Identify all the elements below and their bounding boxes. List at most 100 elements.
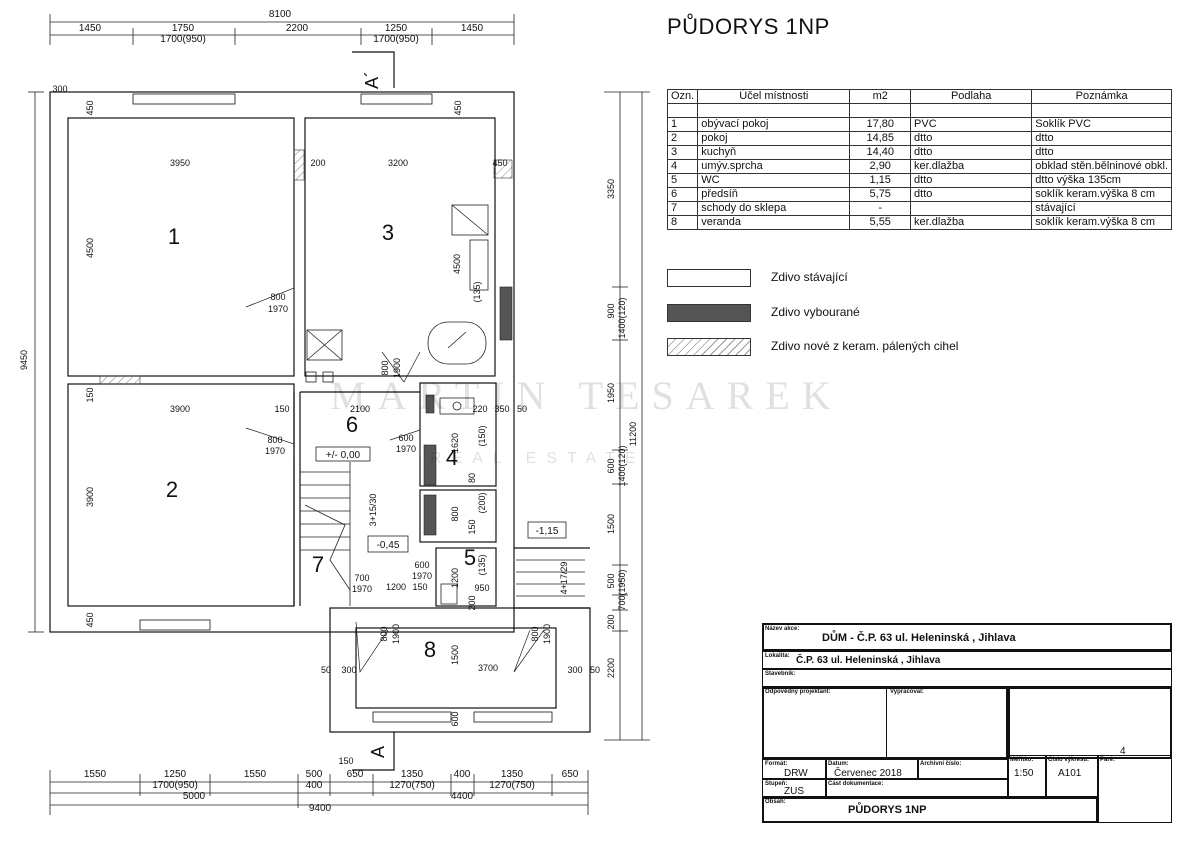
stamp-label: Stavebník: [765, 671, 796, 677]
stamp-label: Obsah: [765, 799, 786, 805]
table-cell: 8 [666, 215, 699, 230]
new-walls [99, 149, 513, 385]
table-cell: 4 [666, 159, 699, 174]
table-spacer-row [666, 103, 1172, 118]
dimension-label: 600 [398, 433, 413, 443]
stamp-label: Datum: [828, 761, 849, 767]
dimension-label: 1700(950) [160, 34, 206, 45]
room-number: 1 [168, 224, 180, 249]
dimension-label: 11200 [628, 422, 638, 446]
dimension-label: 1400(120) [617, 445, 627, 486]
room-number: 6 [346, 412, 358, 437]
table-cell: ker.dlažba [910, 159, 1033, 174]
room-number: 8 [424, 637, 436, 662]
stamp-date: Červenec 2018 [834, 768, 902, 779]
dimension-label: 1450 [461, 23, 484, 34]
dimension-label: 9400 [309, 803, 332, 814]
legend-new: Zdivo nové z keram. pálených cihel [667, 338, 958, 356]
room-number: 2 [166, 477, 178, 502]
dimension-label: 400 [306, 780, 323, 791]
dimension-label: 3900 [85, 487, 95, 507]
stamp-label: Číslo výkresu: [1048, 757, 1090, 763]
table-cell: PVC [910, 117, 1033, 132]
table-cell: pokoj [697, 131, 851, 146]
table-cell: dtto [910, 187, 1033, 202]
dimension-label: 600 [414, 560, 429, 570]
dimension-label: 400 [454, 769, 471, 780]
dimension-label: 800 [267, 435, 282, 445]
col-header: Poznámka [1031, 89, 1172, 104]
stamp-drawing-number: A101 [1058, 768, 1082, 779]
section-label: A´ [362, 71, 382, 89]
room-number: 4 [446, 445, 458, 470]
title-block: Název akce: DŮM - Č.P. 63 ul. Heleninská… [762, 623, 1172, 823]
dimension-label: 1400(120) [617, 297, 627, 338]
stamp-label: Měřítko: [1010, 757, 1034, 763]
table-cell: 2,90 [849, 159, 912, 174]
level-label: +/- 0,00 [326, 450, 361, 461]
table-cell: umýv.sprcha [697, 159, 851, 174]
stamp-label: Část dokumentace: [828, 781, 884, 787]
dimension-label: 3950 [170, 158, 190, 168]
dimension-label: 1500 [450, 645, 460, 665]
dimension-label: 150 [467, 519, 477, 534]
stamp-project: DŮM - Č.P. 63 ul. Heleninská , Jihlava [822, 632, 1016, 644]
dimension-label: 220 [472, 404, 487, 414]
kitchen-fixtures [306, 204, 489, 365]
table-cell: obklad stěn.bělninové obkl. [1031, 159, 1172, 174]
table-cell: 1,15 [849, 173, 912, 188]
windows [132, 93, 553, 723]
dimension-label: 2200 [286, 23, 309, 34]
dimension-label: 1970 [268, 304, 288, 314]
dimension-label: 1970 [265, 446, 285, 456]
table-cell: 1 [666, 117, 699, 132]
dimension-label: 1900 [542, 624, 552, 644]
stamp-label: Název akce: [765, 626, 800, 632]
dimension-label: 600 [606, 458, 616, 473]
dimension-label: 1270(750) [389, 780, 435, 791]
dimension-label: 1970 [396, 444, 416, 454]
dimension-label: (200) [477, 492, 487, 513]
dimension-label: 3200 [388, 158, 408, 168]
dimension-label: 1500 [606, 514, 616, 534]
dimension-label: 1900 [391, 624, 401, 644]
table-cell: dtto [910, 173, 1033, 188]
dimension-label: 800 [270, 292, 285, 302]
dimension-label: 2200 [606, 658, 616, 678]
table-cell [910, 201, 1033, 216]
table-header-row: Ozn. Účel místnosti m2 Podlaha Poznámka [666, 89, 1172, 104]
dimension-label: 4500 [452, 254, 462, 274]
dimension-label: 1970 [352, 584, 372, 594]
table-cell: 5,75 [849, 187, 912, 202]
dimension-label: 600 [450, 711, 460, 726]
table-cell: 14,85 [849, 131, 912, 146]
dimension-label: 5000 [183, 791, 206, 802]
table-cell: kuchyň [697, 145, 851, 160]
dimension-label: 1700(950) [373, 34, 419, 45]
col-header: Účel místnosti [697, 89, 851, 104]
dimension-label: (135) [472, 281, 482, 302]
dimension-label: 200 [606, 614, 616, 629]
dimension-label: 450 [85, 100, 95, 115]
table-cell: dtto [910, 131, 1033, 146]
dimension-label: 800 [530, 626, 540, 641]
dimension-label: 4400 [451, 791, 474, 802]
dimension-label: 4500 [85, 238, 95, 258]
stamp-format: DRW [784, 768, 808, 779]
legend-label: Zdivo nové z keram. pálených cihel [771, 339, 959, 354]
dimension-label: 950 [474, 583, 489, 593]
room-number: 5 [464, 545, 476, 570]
dimension-label: 50 [517, 404, 527, 414]
dimension-label: 1950 [606, 383, 616, 403]
dimension-label: (135) [477, 554, 487, 575]
dimension-label: 700(1950) [617, 569, 627, 610]
dimension-label: 500 [306, 769, 323, 780]
table-cell: 3 [666, 145, 699, 160]
legend-label: Zdivo stávající [771, 270, 848, 285]
table-cell: dtto výška 135cm [1031, 173, 1172, 188]
